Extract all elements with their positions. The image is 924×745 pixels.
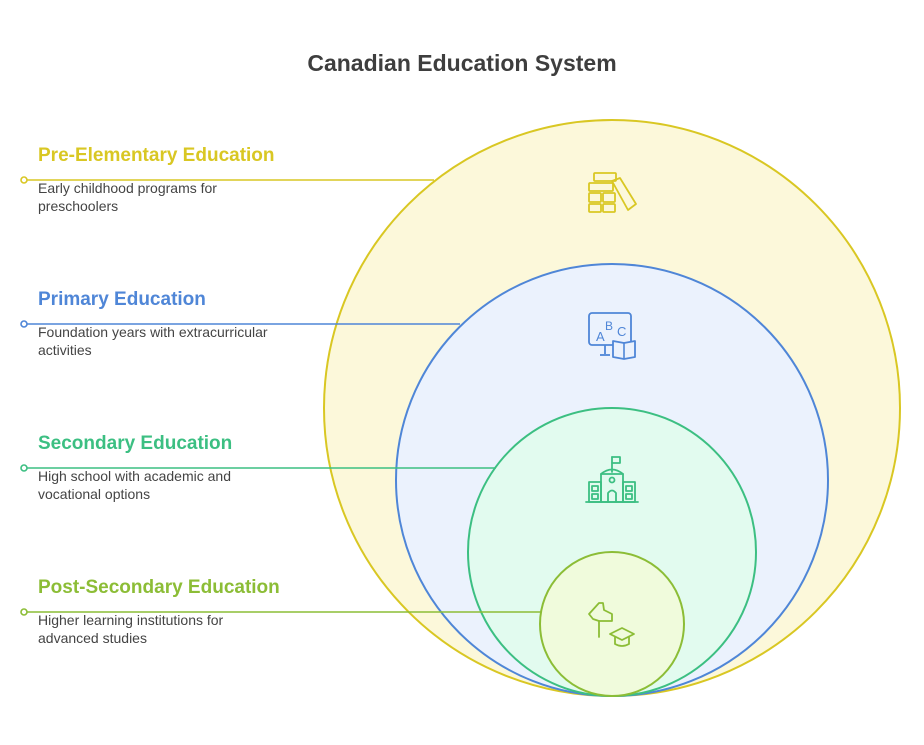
- school-building-icon: [585, 456, 639, 503]
- level-title: Pre-Elementary Education: [38, 145, 275, 166]
- svg-text:B: B: [605, 319, 613, 333]
- level-description: Early childhood programs for preschooler…: [38, 180, 217, 214]
- connector-pre-elementary: [20, 176, 434, 184]
- building-blocks-icon: [588, 172, 637, 213]
- level-title: Secondary Education: [38, 433, 233, 454]
- graduation-icon: [588, 602, 635, 647]
- connector-primary: [20, 320, 460, 328]
- level-description: Higher learning institutions for advance…: [38, 612, 224, 646]
- abc-book-icon: A B C: [588, 312, 636, 360]
- level-description: Foundation years with extracurricular ac…: [38, 324, 268, 358]
- svg-text:A: A: [596, 329, 605, 344]
- level-pre-elementary: Pre-Elementary Education Early childhood…: [38, 144, 328, 215]
- svg-text:C: C: [617, 324, 626, 339]
- level-post-secondary: Post-Secondary Education Higher learning…: [38, 576, 328, 647]
- connector-secondary: [20, 464, 496, 472]
- level-title: Post-Secondary Education: [38, 577, 280, 598]
- level-primary: Primary Education Foundation years with …: [38, 288, 328, 359]
- diagram-title: Canadian Education System: [307, 50, 617, 76]
- connector-post-secondary: [20, 608, 541, 616]
- level-description: High school with academic and vocational…: [38, 468, 231, 502]
- circle-post-secondary: [539, 551, 685, 697]
- level-secondary: Secondary Education High school with aca…: [38, 432, 328, 503]
- level-title: Primary Education: [38, 289, 206, 310]
